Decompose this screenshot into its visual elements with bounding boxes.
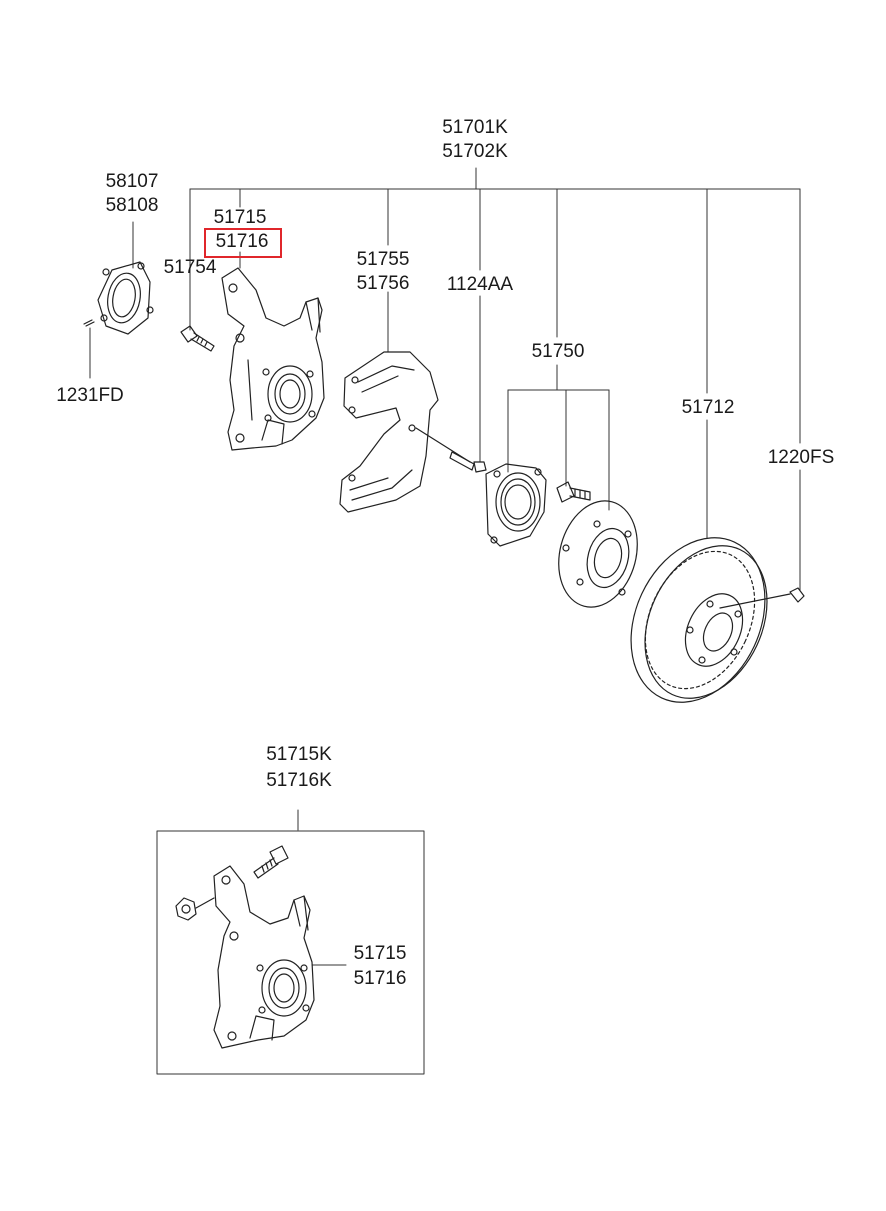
wheel-stud-part	[556, 481, 591, 503]
highlighted-part-box	[204, 228, 282, 258]
disc-screw-part	[719, 587, 805, 609]
hub-flange-part	[558, 500, 638, 608]
kit-inner-label-1: 51715	[353, 943, 407, 964]
knuckle-bolt-label: 51754	[163, 257, 217, 278]
group-top-label-2: 51702K	[442, 141, 508, 162]
dust-cover-bolt-part	[415, 427, 487, 473]
dust-cover-bolt-label: 1124AA	[446, 274, 514, 295]
dust-cover-label-1: 51755	[356, 249, 410, 270]
abs-sensor-ring-part	[83, 261, 154, 335]
kit-label-1: 51715K	[266, 744, 332, 765]
abs-ring-label-1: 58107	[105, 171, 159, 192]
disc-screw-label: 1220FS	[767, 447, 835, 468]
kit-label-2: 51716K	[266, 770, 332, 791]
group-top-label-1: 51701K	[442, 117, 508, 138]
kit-nut-part	[175, 897, 215, 921]
kit-bolt-part	[253, 845, 289, 879]
knuckle-label-2: 51716	[215, 231, 269, 252]
knuckle-label-1: 51715	[213, 207, 267, 228]
kit-box	[156, 830, 425, 1075]
dust-cover-part	[339, 351, 439, 513]
hub-assy-label: 51750	[531, 341, 585, 362]
disc-label: 51712	[681, 397, 735, 418]
leader-lines	[89, 167, 801, 966]
kit-inner-label-2: 51716	[353, 968, 407, 989]
knuckle-part	[221, 267, 325, 451]
hub-bearing-part	[485, 463, 547, 547]
abs-ring-label-2: 58108	[105, 195, 159, 216]
kit-knuckle-part	[213, 865, 315, 1049]
knuckle-bolt-part	[180, 325, 215, 352]
dust-cover-label-2: 51756	[356, 273, 410, 294]
brake-disc-part	[630, 537, 768, 703]
sensor-bolt-label: 1231FD	[56, 385, 124, 406]
